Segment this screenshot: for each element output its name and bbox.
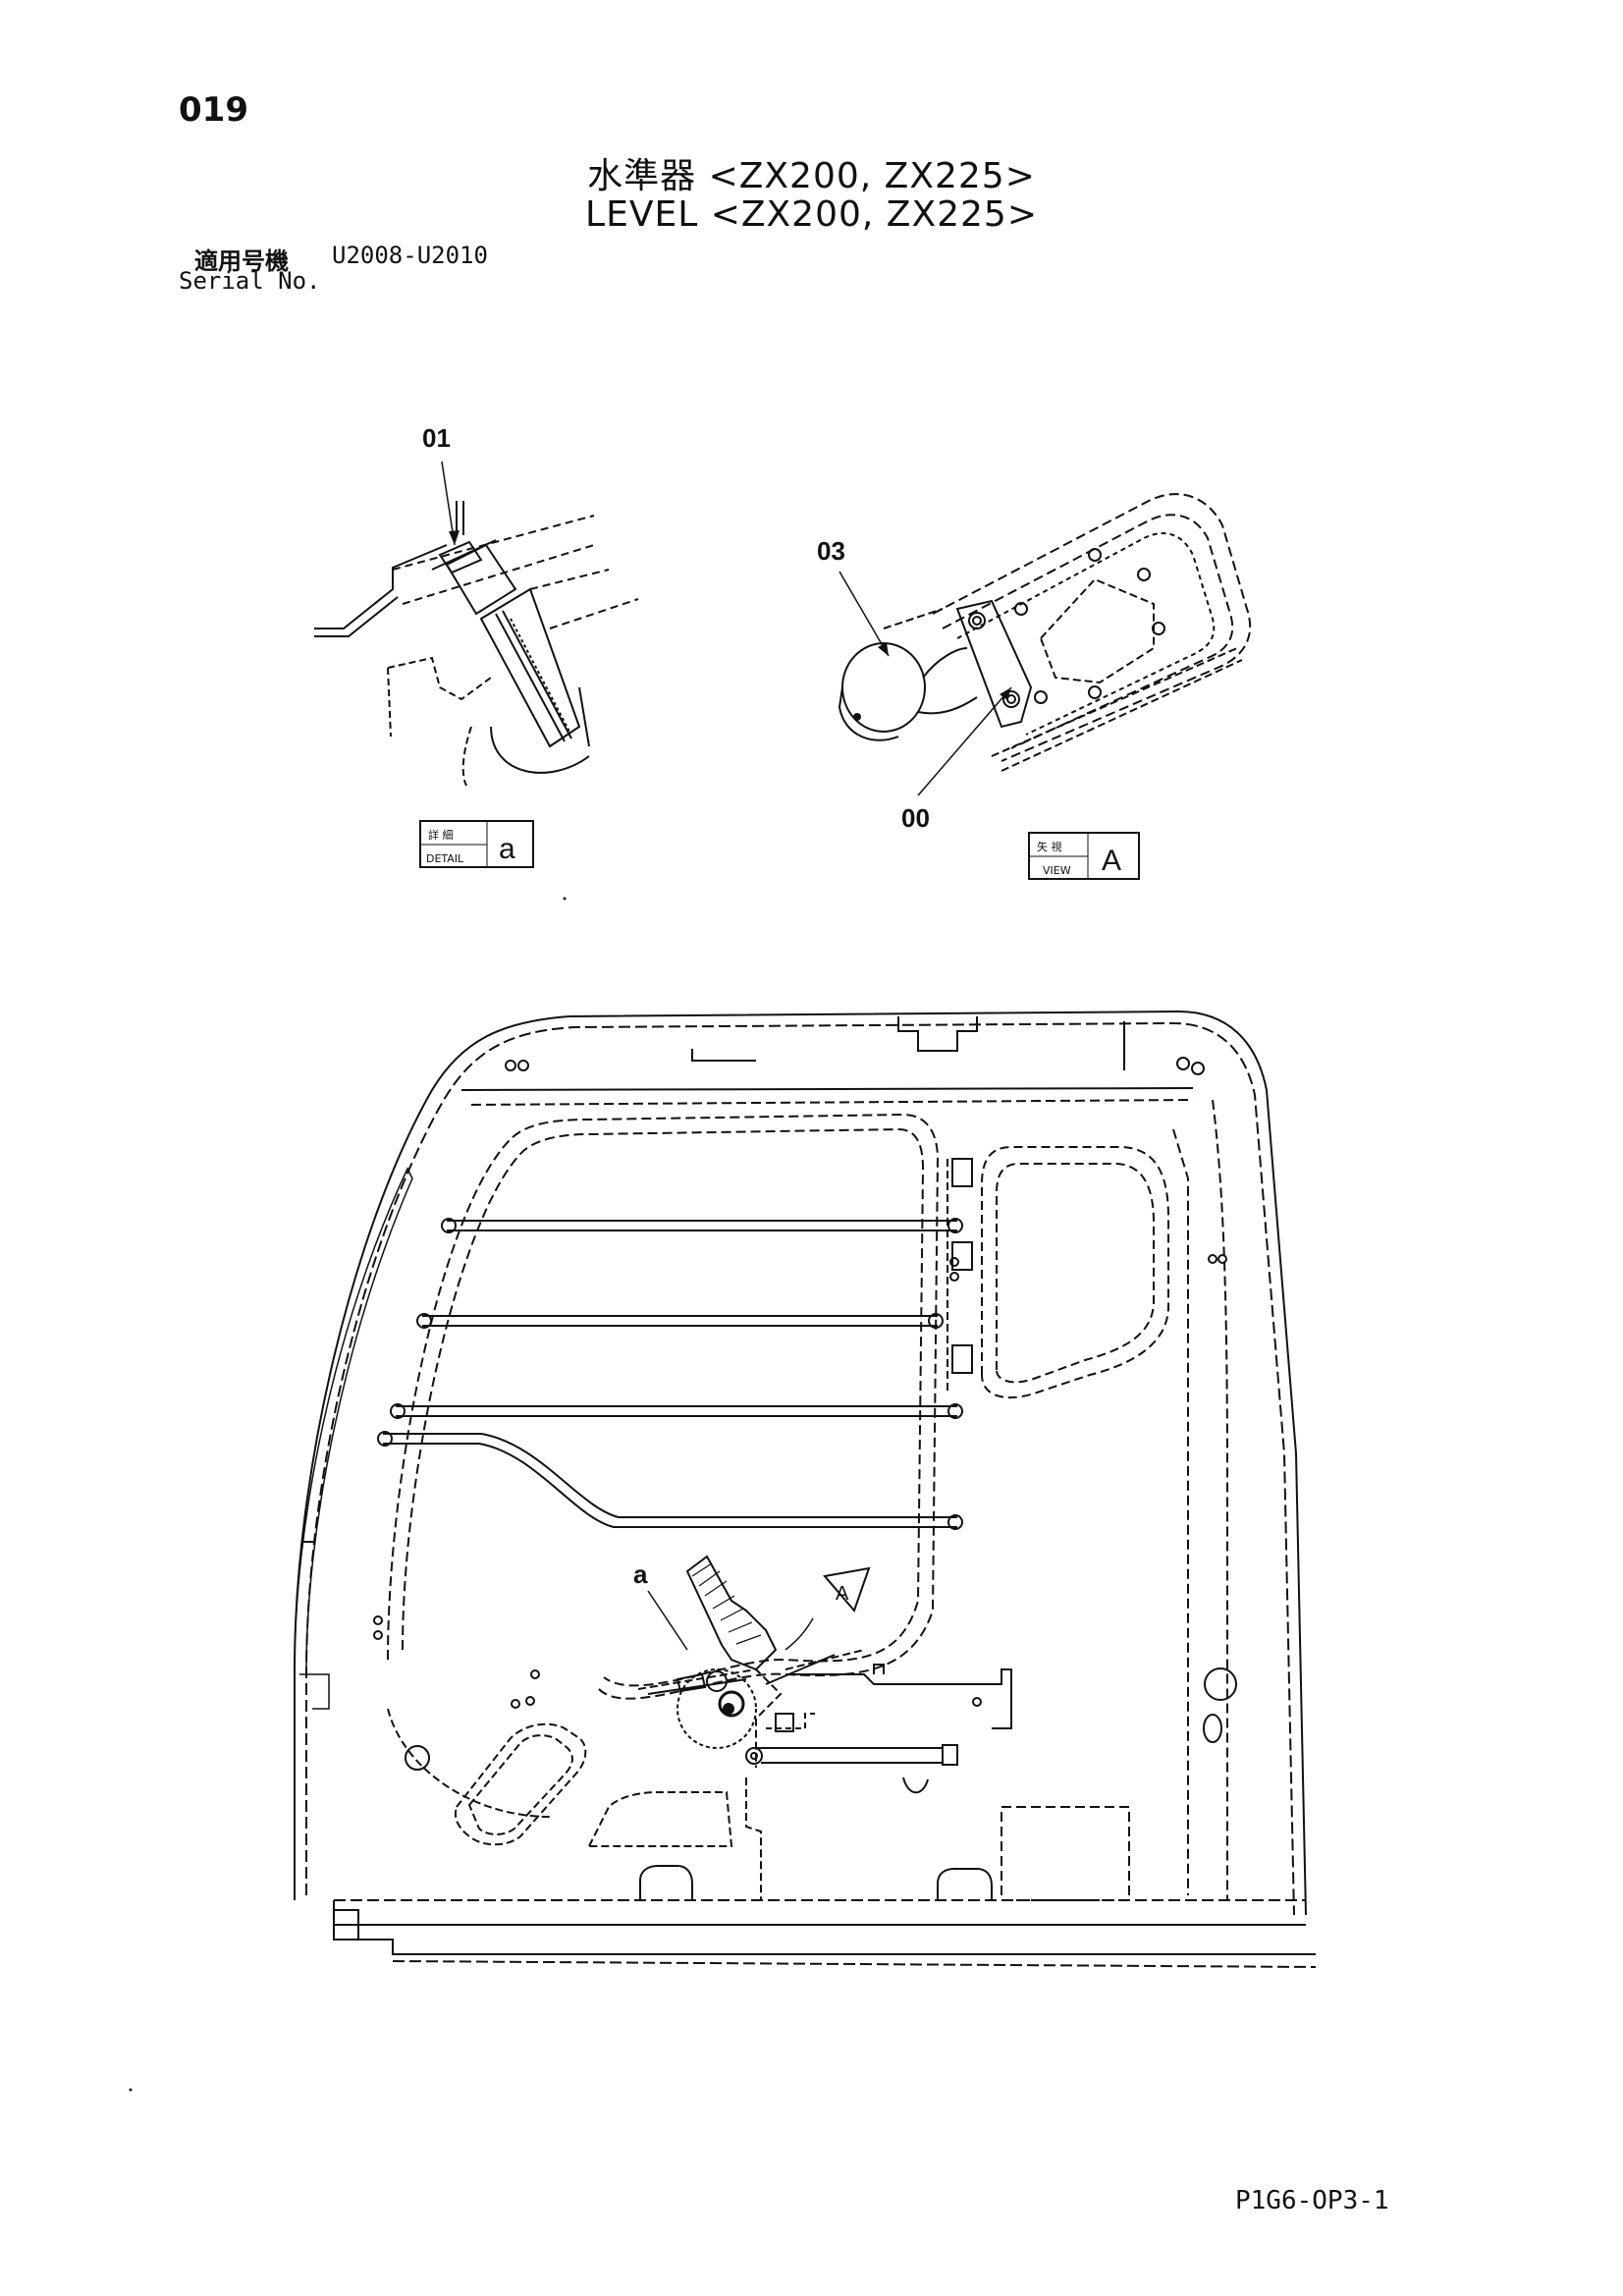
page-code: P1G6-OP3-1 (1235, 2186, 1389, 2215)
serial-label-en: Serial No. (179, 267, 321, 295)
page-number: 019 (179, 90, 248, 130)
view-arrow-letter: A (836, 1583, 849, 1605)
detail-callout-a: a (633, 1559, 648, 1589)
part-label-03: 03 (817, 536, 845, 566)
serial-label-jp: 適用号機 (194, 247, 289, 275)
serial-range: U2008-U2010 (332, 242, 488, 269)
part-label-00: 00 (901, 803, 930, 833)
cab-door-drawing: A (294, 1010, 1317, 1968)
page-title-en: LEVEL <ZX200, ZX225> (585, 194, 1038, 235)
detail-reference-box (419, 820, 534, 868)
view-reference-box (1028, 832, 1140, 880)
detail-a-drawing (314, 461, 639, 787)
view-box-en: VIEW (1043, 864, 1071, 877)
page-title-jp: 水準器 <ZX200, ZX225> (587, 156, 1036, 196)
detail-box-letter: a (499, 833, 515, 865)
view-box-jp: 矢 視 (1037, 840, 1062, 853)
part-label-01: 01 (422, 423, 451, 453)
view-box-letter: A (1102, 845, 1121, 877)
view-a-drawing (838, 493, 1252, 796)
detail-box-en: DETAIL (426, 852, 464, 865)
detail-box-jp: 詳 細 (428, 828, 454, 842)
